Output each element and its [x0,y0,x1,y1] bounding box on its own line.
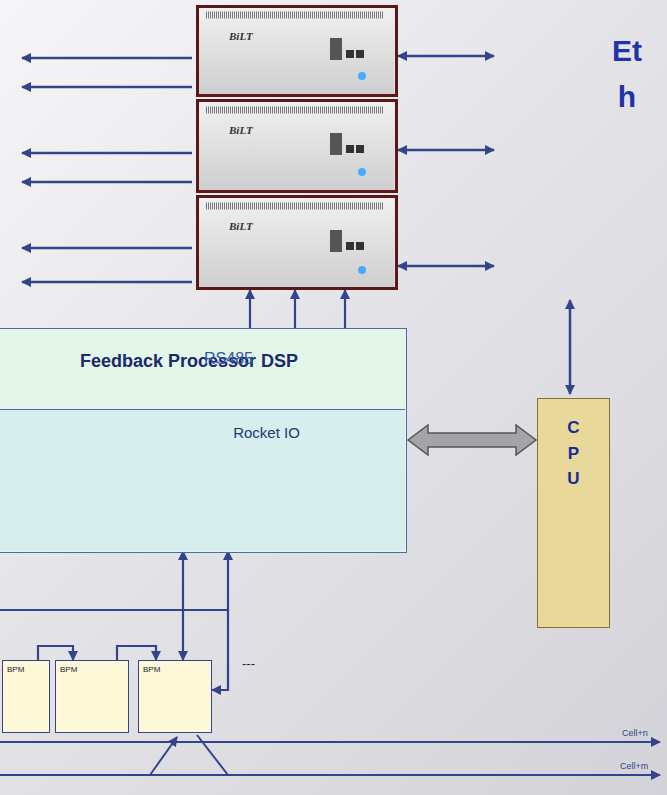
eth-arrow [398,149,494,152]
connector [249,290,251,328]
rack-unit: BiLT [196,5,398,97]
rack-face [196,5,394,97]
rack-switch [346,242,354,250]
connector [117,646,156,660]
output-arrow [22,152,192,155]
rack-unit: BiLT [196,195,398,290]
rack-switch [346,50,354,58]
cell-tap [150,737,177,775]
io-section: Rocket IO [0,409,405,551]
connector [212,551,228,690]
connector [38,646,73,660]
node-text: BiLT [229,124,395,136]
rack-vent [206,107,384,114]
connector [344,290,346,328]
output-arrow [22,247,192,250]
bpm-box: BPM [138,660,212,733]
rack-switch [356,50,364,58]
output-arrow [22,181,192,184]
eth-arrow [398,265,494,268]
node-text: CPU [565,415,582,492]
node-text: BiLT [229,220,395,232]
node-text: BPM [60,665,124,674]
connector [182,551,184,660]
node-text: BiLT [229,30,395,42]
processor-box: Feedback Processor DSP Rocket IO [0,328,407,553]
cell-tap [197,735,228,775]
cpu-box: CPU [537,398,610,628]
bpm-box: BPM [55,660,129,733]
signal-label: RS485 [204,350,253,368]
cell-line [0,741,660,743]
rack-panel [330,230,342,252]
bpm-box: BPM [2,660,50,733]
node-text: Feedback Processor DSP [12,351,366,372]
rack-switch [346,145,354,153]
connector [294,290,296,328]
rack-led [358,168,366,176]
node-text: BPM [143,665,207,674]
rack-unit: BiLT [196,99,398,193]
bus-arrow [408,425,536,455]
rack-led [358,266,366,274]
rack-vent [206,12,384,19]
cell-line [0,774,660,776]
eth-arrow [569,300,572,394]
rack-face [196,195,394,290]
network-label: Eth [612,28,642,120]
cell-label: Cell+n [622,728,648,738]
output-arrow [22,281,192,284]
rack-vent [206,203,384,210]
output-arrow [22,86,192,89]
node-text: BPM [7,665,45,674]
continuation-mark: --- [242,656,255,671]
eth-arrow [398,55,494,58]
rack-face [196,99,394,193]
ring-line [0,609,228,611]
output-arrow [22,57,192,60]
rack-panel [330,133,342,155]
rack-panel [330,38,342,60]
rack-switch [356,242,364,250]
rack-led [358,72,366,80]
node-text: Rocket IO [128,424,405,441]
rack-switch [356,145,364,153]
cell-label: Cell+m [620,761,648,771]
